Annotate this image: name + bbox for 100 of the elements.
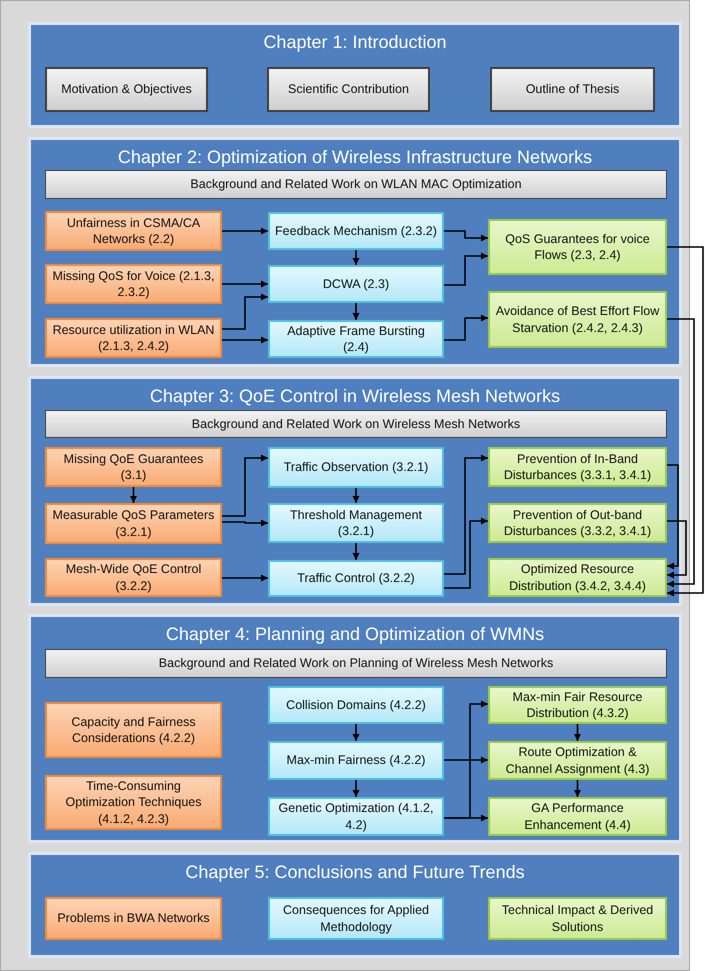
- box-label: Capacity and Fairness Considerations (4.2.2): [70, 714, 197, 746]
- arrow: [222, 294, 268, 330]
- box-label: Adaptive Frame Bursting (2.4): [286, 322, 426, 356]
- box-label: Max-min Fair Resource Distribution (4.3.2): [512, 688, 644, 722]
- arrow: [352, 724, 360, 741]
- box-label: Outline of Thesis: [524, 81, 620, 98]
- problem-box: [45, 264, 222, 304]
- arrow: [222, 228, 268, 234]
- chapter-panel: [28, 22, 682, 128]
- result-box: [488, 447, 667, 487]
- arrow: [667, 246, 704, 596]
- arrow: [352, 488, 360, 503]
- arrow: [222, 520, 268, 526]
- problem-box: [45, 447, 222, 487]
- result-box: [488, 897, 667, 940]
- method-box: [268, 212, 444, 250]
- arrow: [130, 487, 137, 503]
- box-label: Route Optimization & Channel Assignment (4.3): [504, 744, 650, 777]
- method-box: [268, 560, 444, 597]
- problem-box: [45, 702, 222, 758]
- method-box: [268, 447, 444, 488]
- box-label: Problems in BWA Networks: [56, 910, 211, 927]
- topic-box: [45, 67, 208, 112]
- arrow: [444, 700, 488, 819]
- header-text: Background and Related Work on WLAN MAC Optimization: [189, 176, 523, 193]
- box-label: Time-Consuming Optimization Techniques (4.1.2, 4.2.3): [64, 778, 202, 827]
- box-label: Prevention of In-Band Disturbances (3.3.1, 3.4.1): [502, 450, 652, 484]
- box-label: Prevention of Out-band Disturbances (3.3.2, 3.4.1): [502, 506, 652, 540]
- arrow: [667, 318, 695, 588]
- box-label: Mesh-Wide QoE Control (3.2.2): [64, 561, 202, 594]
- arrow: [667, 520, 687, 578]
- box-label: Threshold Management (3.2.1): [288, 506, 424, 540]
- arrow: [444, 252, 488, 286]
- topic-box: [267, 67, 430, 112]
- topic-box: [490, 67, 655, 112]
- result-box: [488, 219, 667, 275]
- result-box: [488, 686, 667, 724]
- box-label: Traffic Observation (3.2.1): [282, 459, 430, 476]
- box-label: Resource utilization in WLAN (2.1.3, 2.4.2): [52, 322, 216, 354]
- arrow: [352, 543, 360, 560]
- box-label: Feedback Mechanism (2.3.2): [274, 222, 438, 240]
- chapter-title: Chapter 1: Introduction: [262, 32, 448, 53]
- problem-box: [45, 897, 222, 940]
- header-bar: [45, 410, 667, 438]
- arrow: [444, 756, 488, 764]
- arrow: [444, 518, 488, 589]
- arrow: [444, 314, 488, 341]
- result-box: [488, 558, 667, 597]
- problem-box: [45, 503, 222, 544]
- problem-box: [45, 211, 222, 251]
- box-label: Max-min Fairness (4.2.2): [286, 752, 426, 769]
- box-label: Collision Domains (4.2.2): [285, 696, 427, 714]
- box-label: GA Performance Enhancement (4.4): [523, 800, 632, 833]
- problem-box: [45, 775, 222, 830]
- result-box: [488, 797, 667, 836]
- problem-box: [45, 318, 222, 358]
- box-label: Measurable QoS Parameters (3.2.1): [52, 507, 216, 540]
- chapter-panel: [28, 852, 682, 958]
- box-label: DCWA (2.3): [322, 276, 390, 292]
- problem-box: [45, 558, 222, 597]
- arrow: [222, 280, 268, 288]
- method-box: [268, 686, 444, 724]
- box-label: Traffic Control (3.2.2): [296, 570, 416, 587]
- method-box: [268, 503, 444, 543]
- arrow: [667, 464, 679, 570]
- arrow: [222, 454, 268, 517]
- method-box: [268, 265, 444, 303]
- method-box: [268, 741, 444, 780]
- box-label: Unfairness in CSMA/CA Networks (2.2): [66, 214, 202, 248]
- result-box: [488, 741, 667, 780]
- box-label: Motivation & Objectives: [60, 81, 193, 98]
- arrow: [574, 724, 581, 741]
- arrow: [444, 230, 488, 242]
- chapter-title: Chapter 3: QoE Control in Wireless Mesh Networks: [148, 386, 562, 407]
- box-label: Optimized Resource Distribution (3.4.2, 3.4.4): [508, 561, 647, 594]
- arrow: [222, 336, 268, 344]
- box-label: Technical Impact & Derived Solutions: [500, 902, 654, 935]
- box-label: Genetic Optimization (4.1.2, 4.2): [278, 800, 434, 833]
- arrow: [574, 780, 581, 797]
- arrow: [352, 303, 360, 320]
- box-label: Missing QoS for Voice (2.1.3, 2.3.2): [52, 268, 216, 300]
- box-label: Missing QoE Guarantees (3.1): [62, 450, 204, 484]
- chapter-panel: [28, 614, 682, 843]
- header-text: Background and Related Work on Planning of Wireless Mesh Networks: [158, 655, 554, 672]
- chapter-panel: [28, 137, 682, 367]
- chapter-panel: [28, 376, 682, 606]
- arrow: [352, 250, 360, 265]
- box-label: QoS Guarantees for voice Flows (2.3, 2.4): [504, 230, 651, 264]
- result-box: [488, 291, 667, 348]
- method-box: [268, 897, 444, 940]
- header-bar: [45, 170, 667, 199]
- chapter-title: Chapter 5: Conclusions and Future Trends: [184, 862, 526, 883]
- box-label: Consequences for Applied Methodology: [282, 902, 430, 935]
- box-label: Avoidance of Best Effort Flow Starvation (2.4.2, 2.4.3): [494, 303, 660, 336]
- header-text: Background and Related Work on Wireless Mesh Networks: [190, 416, 522, 432]
- chapter-title: Chapter 4: Planning and Optimization of WMNs: [164, 624, 546, 645]
- header-bar: [45, 649, 667, 678]
- method-box: [268, 797, 444, 836]
- method-box: [268, 320, 444, 358]
- arrow: [352, 780, 360, 797]
